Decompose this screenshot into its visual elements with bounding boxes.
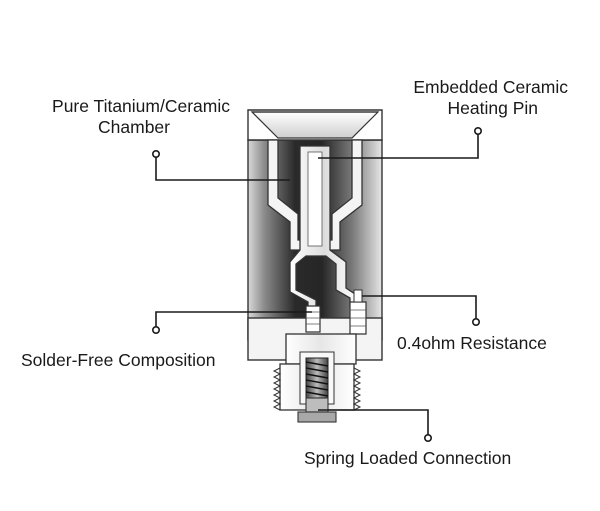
pin-body	[289, 145, 359, 313]
callout-resistance: 0.4ohm Resistance	[397, 333, 547, 353]
leader-solder-free-dot	[152, 325, 161, 334]
center-contact-pin	[297, 397, 337, 423]
leader-lines	[152, 127, 482, 442]
leader-heating-pin-dot	[473, 127, 482, 136]
right-post-thread	[350, 309, 366, 327]
callout-solder-free: Solder-Free Composition	[21, 350, 216, 370]
callout-heating-pin-line2: Heating Pin	[447, 98, 538, 118]
leader-spring-dot	[423, 433, 432, 442]
left-post	[305, 305, 321, 333]
callout-chamber: Pure Titanium/Ceramic Chamber	[24, 96, 230, 138]
leader-chamber-dot	[152, 150, 161, 159]
spring-coils	[305, 361, 329, 397]
thread-right	[352, 367, 362, 411]
callout-chamber-line2: Chamber	[98, 117, 170, 137]
leader-chamber	[155, 154, 290, 181]
pin-core	[307, 151, 323, 247]
leader-resistance-dot	[471, 317, 480, 326]
contact-pin-foot	[297, 411, 337, 423]
titanium-chamber	[267, 139, 363, 251]
chamber-wall	[267, 139, 363, 251]
contact-posts	[305, 289, 367, 335]
ceramic-heating-pin	[289, 145, 359, 313]
callout-heating-pin-line1: Embedded Ceramic	[413, 77, 568, 97]
leader-resistance	[362, 295, 477, 322]
callout-chamber-line1: Pure Titanium/Ceramic	[52, 96, 230, 116]
right-post-cap	[353, 289, 363, 303]
leader-heating-pin	[318, 131, 479, 159]
leader-solder-free	[155, 311, 312, 330]
callout-heating-pin: Embedded Ceramic Heating Pin	[384, 77, 568, 119]
thread-left	[272, 367, 282, 411]
leader-spring	[318, 409, 429, 438]
callout-spring: Spring Loaded Connection	[304, 448, 512, 468]
spring	[305, 357, 329, 399]
